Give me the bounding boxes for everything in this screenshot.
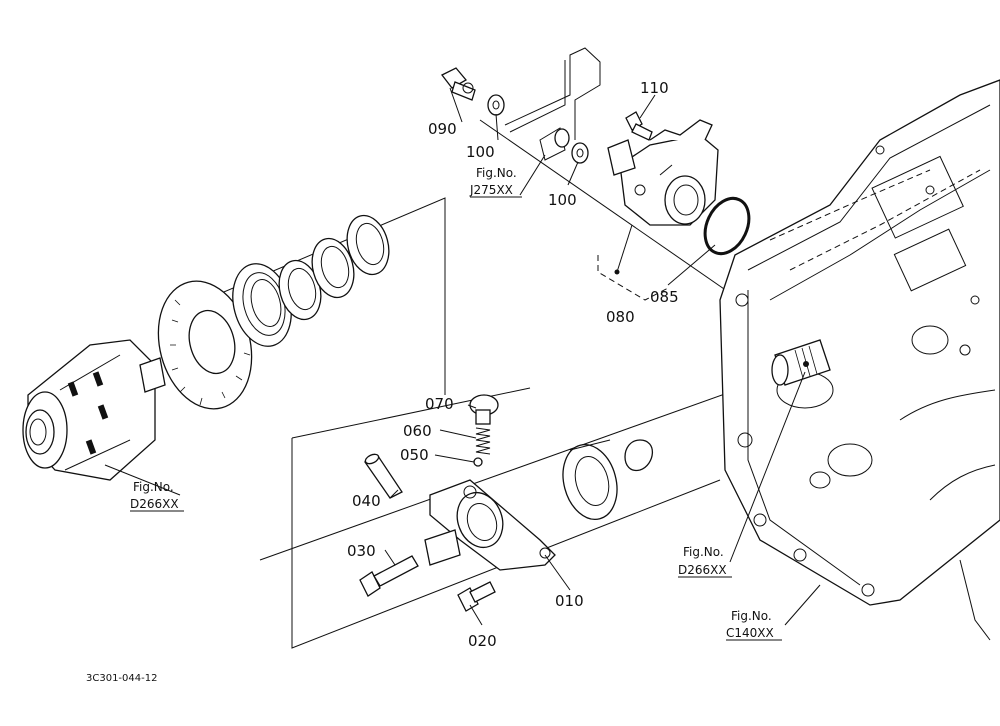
o-ring xyxy=(703,196,751,256)
part-label-100-upper: 100 xyxy=(466,143,495,161)
hex-bolt-short xyxy=(457,581,496,612)
hex-bolt-long xyxy=(359,555,419,597)
thrust-washers xyxy=(278,214,390,321)
part-label-010: 010 xyxy=(555,592,584,610)
ref-d266-right-caption: Fig.No. xyxy=(683,545,724,559)
detent-spring xyxy=(475,427,491,455)
ref-j275: Fig.No. J275XX xyxy=(469,166,522,198)
splined-shaft xyxy=(771,339,831,386)
ref-c140: Fig.No. C140XX xyxy=(726,609,782,641)
ref-d266-left: Fig.No. D266XX xyxy=(130,480,184,512)
part-label-030: 030 xyxy=(347,542,376,560)
ball-bearing xyxy=(562,439,618,520)
leader-lines xyxy=(104,87,821,626)
dowel-pin xyxy=(364,453,403,499)
plane-boundary-lower xyxy=(291,438,721,649)
eye-bolt xyxy=(441,67,476,101)
plug-bolt xyxy=(469,394,499,425)
washer-upper-left xyxy=(487,94,505,116)
small-bolt xyxy=(625,111,653,141)
ref-d266-left-code: D266XX xyxy=(130,497,179,511)
part-label-100-lower: 100 xyxy=(548,191,577,209)
part-label-080: 080 xyxy=(606,308,635,326)
part-label-110: 110 xyxy=(640,79,669,97)
ref-j275-code: J275XX xyxy=(469,183,513,197)
ref-d266-left-caption: Fig.No. xyxy=(133,480,174,494)
part-label-090: 090 xyxy=(428,120,457,138)
part-label-050: 050 xyxy=(400,446,429,464)
figure-code: 3C301-044-12 xyxy=(86,673,157,684)
shift-fork-bracket xyxy=(424,479,556,571)
transmission-case xyxy=(719,79,1000,641)
part-label-020: 020 xyxy=(468,632,497,650)
washer-upper-center xyxy=(554,128,589,164)
lever-rod xyxy=(504,47,601,161)
ref-d266-right-code: D266XX xyxy=(678,563,727,577)
part-label-085: 085 xyxy=(650,288,679,306)
snap-ring xyxy=(624,439,654,471)
assembly-bracket xyxy=(597,255,669,301)
ref-c140-caption: Fig.No. xyxy=(731,609,772,623)
clutch-assembly xyxy=(22,339,166,481)
part-label-070: 070 xyxy=(425,395,454,413)
part-label-040: 040 xyxy=(352,492,381,510)
ref-c140-code: C140XX xyxy=(726,626,774,640)
valve-assembly xyxy=(607,119,719,226)
ref-d266-right: Fig.No. D266XX xyxy=(678,545,732,578)
thrust-bearing xyxy=(232,263,292,347)
part-label-060: 060 xyxy=(403,422,432,440)
ref-j275-caption: Fig.No. xyxy=(476,166,517,180)
detent-ball xyxy=(473,457,483,467)
friction-disc xyxy=(157,280,253,410)
